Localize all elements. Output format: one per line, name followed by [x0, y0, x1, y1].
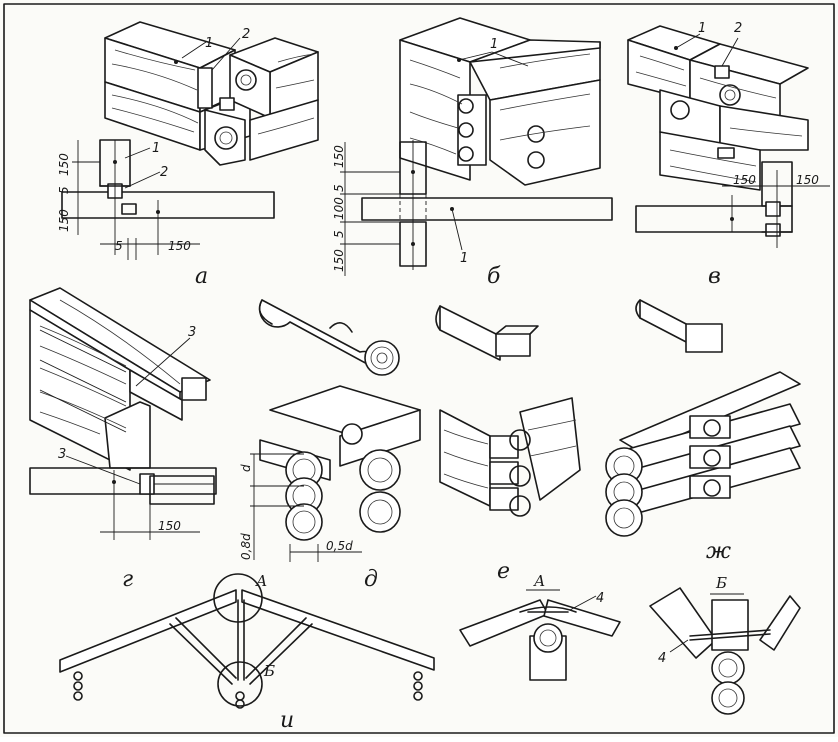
callout-1-b-iso: 1 — [490, 37, 498, 52]
panel-v-iso-corner — [627, 25, 809, 191]
dim-v-150-right: 150 — [796, 173, 819, 187]
panel-v-plan — [635, 161, 830, 248]
dim-d-05d: 0,5d — [326, 539, 353, 553]
callout-3-g-plan: 3 — [58, 447, 66, 462]
dim-b-150-bottom: 150 — [332, 249, 346, 272]
dim-a-150-bottom: 150 — [168, 239, 191, 253]
dim-b-150-top: 150 — [332, 145, 346, 168]
panel-i-caption: и — [280, 708, 294, 733]
panel-a-iso-corner — [104, 21, 319, 166]
detail-b-post-joint — [649, 587, 801, 715]
callout-4-b: 4 — [658, 651, 666, 666]
panel-zh-wall — [605, 371, 801, 537]
callout-1-b-plan: 1 — [460, 251, 468, 266]
dim-a-150-top: 150 — [57, 153, 71, 176]
callout-2-a-plan: 2 — [160, 165, 168, 180]
panel-b-plan — [340, 140, 613, 276]
callout-2-v: 2 — [734, 21, 742, 36]
dim-b-100: 100 — [332, 197, 346, 220]
dim-d-d: d — [239, 464, 253, 472]
callout-2-a-iso: 2 — [242, 27, 250, 42]
panel-zh-caption: ж — [706, 539, 731, 564]
panel-e-corner — [439, 397, 581, 517]
dim-a-5: 5 — [57, 186, 71, 194]
panel-zh-log-end-detail — [635, 299, 723, 353]
panel-a-plan — [61, 37, 275, 260]
panel-d-log-notch-detail — [258, 299, 400, 376]
panel-i-mark-a: А — [255, 572, 267, 590]
panel-g-iso-wall-end — [29, 287, 211, 471]
panel-a-caption: а — [195, 264, 208, 289]
dim-a-5-bottom: 5 — [115, 239, 123, 253]
dim-v-150-left: 150 — [733, 173, 756, 187]
sheet-frame — [3, 3, 835, 734]
dim-g-150: 150 — [158, 519, 181, 533]
panel-e-log-end-detail — [435, 305, 539, 361]
callout-1-v: 1 — [698, 21, 706, 36]
callout-1-a-plan: 1 — [152, 141, 160, 156]
dim-b-5-bottom: 5 — [332, 230, 346, 238]
dim-d-08d: 0,8d — [239, 533, 253, 560]
panel-b-iso-t-joint — [399, 17, 601, 186]
detail-b-caption: Б — [715, 574, 727, 592]
panel-d-log-stack — [250, 385, 421, 562]
panel-i-roof-truss — [59, 573, 435, 709]
panel-d-caption: д — [364, 567, 378, 592]
panel-b-caption: б — [487, 264, 501, 289]
panel-g-caption: г — [122, 567, 133, 592]
detail-a-caption: А — [533, 572, 545, 590]
panel-g-plan — [29, 455, 217, 540]
dim-a-150-left: 150 — [57, 209, 71, 232]
panel-v-caption: в — [708, 264, 721, 289]
detail-a-ridge-joint — [459, 589, 621, 681]
dim-b-5-top: 5 — [332, 184, 346, 192]
callout-3-g-iso: 3 — [188, 325, 196, 340]
panel-i-mark-b: Б — [263, 662, 275, 680]
callout-1-a-iso: 1 — [205, 36, 213, 51]
callout-4-a: 4 — [596, 591, 604, 606]
panel-e-caption: е — [497, 559, 510, 584]
